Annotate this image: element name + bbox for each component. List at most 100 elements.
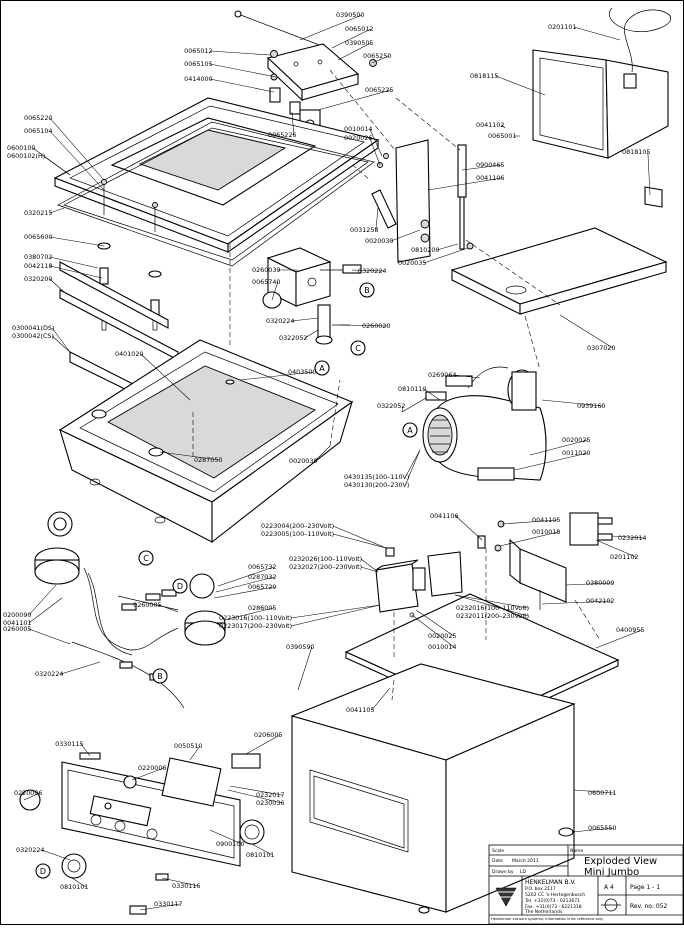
part-number-label: 0900100 [216,840,244,848]
company-country: The Netherlands [524,909,563,915]
part-number-label: 0041102 [476,121,504,129]
part-number-label: 0230036 [256,799,284,807]
callout-leader [131,767,164,781]
valve-block [262,247,362,345]
part-number-label: 0600102(H) [7,152,45,160]
connector-markers: A B C A C D B D [35,282,418,879]
part-number-label: 0320224 [266,317,294,325]
callout-leader [223,607,274,621]
part-number-label: 0223004(200–230Volt) [261,522,334,530]
part-number-label: 0307020 [587,344,615,352]
callout-leader [573,26,621,41]
callout-leader [351,269,384,272]
callout-leader [51,335,71,353]
callout-leader [401,405,404,413]
callout-leader [415,609,455,637]
callout-leader [573,789,614,794]
part-number-label: 0287032 [248,573,276,581]
part-number-label: 0287050 [194,456,222,464]
callout-leader [291,317,319,322]
part-number-label: 0320224 [16,846,44,854]
machine-housing [290,663,576,914]
part-number-label: 0260039 [252,266,280,274]
part-number-label: 0390500 [336,11,364,19]
callout-leader [49,117,105,181]
part-number-label: 0330117 [154,900,182,908]
part-number-label: 0010018 [532,528,560,536]
part-number-label: 0232014 [618,534,646,542]
callout-leader [158,604,179,613]
callout-leader [455,515,483,541]
company-address-1: P.O. box 2117 [525,886,556,892]
part-number-label: 0600711 [588,789,616,797]
part-number-label: 0600100 [7,144,35,152]
connector-b-label: B [364,286,370,295]
part-number-label: 0320224 [358,267,386,275]
callout-leader [215,576,274,593]
part-number-label: 0065225 [365,86,393,94]
part-number-label: 0269064 [428,371,456,379]
paper-size: A 4 [604,884,614,891]
callout-leader [405,449,421,478]
callout-leader [529,439,588,456]
part-number-label: 0206005 [254,731,282,739]
connector-c-label: C [355,344,361,353]
part-number-label: 0065220 [24,114,52,122]
callout-leader [49,256,99,269]
vacuum-chamber [58,339,354,544]
callout-leader [49,130,105,191]
part-number-label: 0223017(200–230Volt) [219,622,292,630]
base-plate [450,227,668,315]
company-name: HENKELMAN B.V. [525,879,576,886]
part-number-label: 0232017 [256,791,284,799]
callout-leader [209,78,275,93]
part-number-label: 0430135(100–110V) [344,473,409,481]
part-number-label: 0020030 [289,457,317,465]
callout-leader [51,327,71,353]
part-number-label: 0390590 [286,643,314,651]
drawing-subtitle: Mini Jumbo [584,867,639,878]
callout-leader [71,877,86,888]
callout-leader [49,207,65,214]
callout-leader [49,236,105,247]
part-number-label: 0232027(200–230Volt) [289,563,362,571]
scale-label: Scale [492,848,504,854]
connector-b2-label: B [157,672,163,681]
part-number-label: 0223005(100–110Volt) [261,530,334,538]
callout-leader [332,533,387,549]
part-number-label: 0031258 [350,226,378,234]
callout-leader [541,399,603,407]
part-number-label: 0330116 [172,882,200,890]
part-number-label: 0232016(100–110Volt) [456,604,529,612]
callout-leader [375,207,379,231]
callout-leader [229,785,282,796]
callout-leader [371,55,389,64]
part-number-label: 0322052 [377,402,405,410]
part-number-label: 0300042(CS) [12,332,54,340]
part-number-label: 0042102 [586,597,614,605]
callout-leader [337,42,371,61]
part-number-label: 0201102 [610,553,638,561]
callout-leader [49,278,65,293]
callout-leader [369,137,381,166]
part-number-label: 0065250 [363,52,391,60]
callout-leader [390,229,421,242]
title-block: Scale Name Exploded View Mini Jumbo Date… [488,844,684,925]
callout-leader [331,28,371,49]
part-number-label: 0401020 [115,350,143,358]
callout-leader [217,566,274,587]
part-number-label: 0330115 [55,740,83,748]
connector-c-marker [350,340,366,356]
connector-d-label: D [177,582,183,591]
part-number-label: 0322052 [279,334,307,342]
part-number-label: 0380009 [586,579,614,587]
callout-leader [360,566,379,573]
drawn-by-label: Drawn by [492,869,514,875]
connector-a-marker [314,360,330,376]
callout-leader [314,445,331,462]
callout-leader [436,243,459,251]
callout-leader [209,50,271,56]
back-panel [532,49,669,208]
callout-leader [541,600,612,605]
connector-a2-marker [402,422,418,438]
